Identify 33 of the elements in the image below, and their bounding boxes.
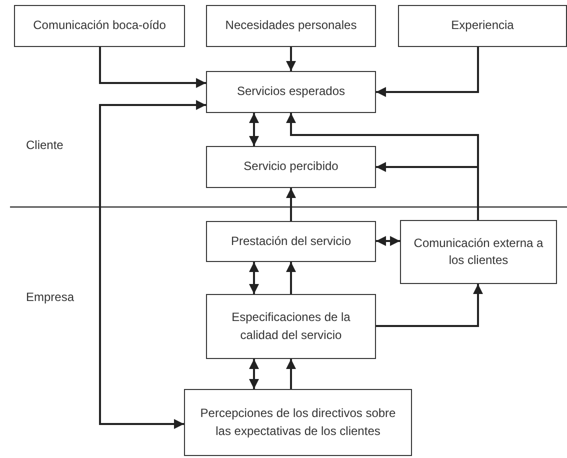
process-box <box>206 221 376 262</box>
process-box <box>14 5 185 47</box>
arrow <box>249 113 259 146</box>
arrow <box>286 359 296 389</box>
process-box <box>184 389 412 456</box>
arrow <box>286 47 296 71</box>
box-text: Comunicación externa a los clientes <box>412 234 544 269</box>
arrow <box>99 100 206 429</box>
box-text: Especificaciones de la calidad del servicio <box>230 309 352 344</box>
arrow <box>249 262 259 294</box>
box-text: Experiencia <box>451 17 514 34</box>
arrow <box>99 47 206 88</box>
arrow <box>376 47 479 97</box>
process-box <box>400 220 557 284</box>
process-box <box>206 5 376 47</box>
box-text: Percepciones de los directivos sobre las expectativas de los clientes <box>199 405 397 440</box>
arrow <box>376 162 479 220</box>
arrow <box>286 188 296 221</box>
box-text: Servicios esperados <box>236 83 346 100</box>
process-box <box>206 146 376 188</box>
zone-label: Empresa <box>26 290 74 304</box>
arrow <box>376 236 400 246</box>
box-text: Servicio percibido <box>244 158 338 176</box>
arrow <box>249 359 259 389</box>
process-box <box>206 71 376 113</box>
arrow <box>286 262 296 294</box>
box-text: Prestación del servicio <box>230 232 352 250</box>
arrow <box>376 284 483 327</box>
zone-label: Cliente <box>26 138 64 152</box>
box-text: Necesidades personales <box>225 17 357 34</box>
process-box <box>398 5 567 47</box>
process-box <box>206 294 376 359</box>
box-text: Comunicación boca-oído <box>33 17 166 34</box>
